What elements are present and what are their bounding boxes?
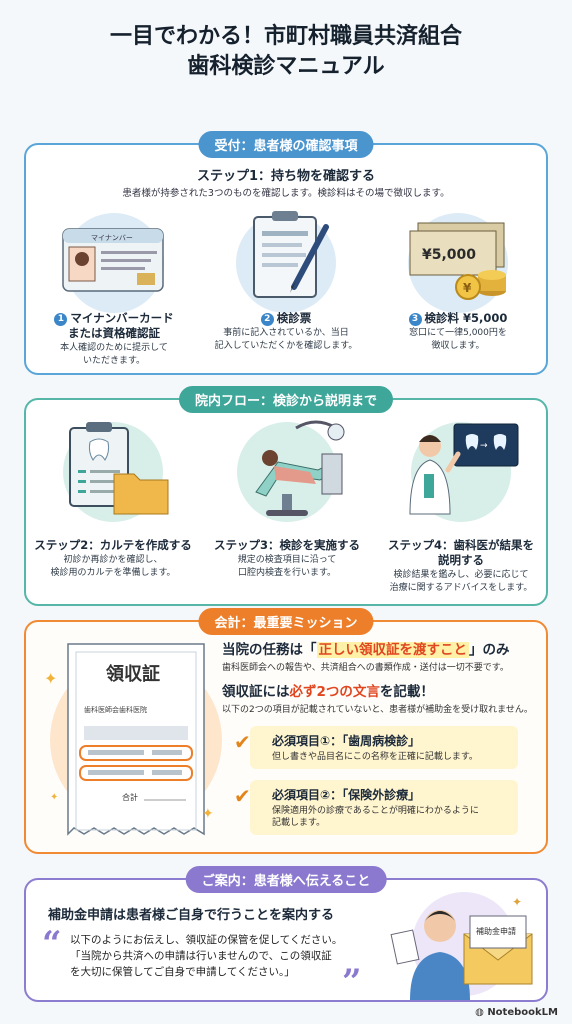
item-3-number: 3 bbox=[408, 313, 422, 326]
receipt-total: 合計 bbox=[122, 792, 138, 802]
guidance-section-label: ご案内：患者様へ伝えること bbox=[185, 866, 387, 893]
card-label: マイナンバー bbox=[91, 234, 133, 242]
flow-section-label: 院内フロー：検診から説明まで bbox=[178, 386, 394, 413]
billing-section: 会計：最重要ミッション 領収証 歯科医師会歯科医院 合計 ✦ ✦ ✦ 当院の任務… bbox=[24, 608, 548, 854]
billing-two-phrases-heading: 領収証には必ず2つの文言を記載！ bbox=[222, 684, 434, 700]
billing-two-phrases-desc: 以下の2つの項目が記載されていないと、患者様が補助金を受け取れません。 bbox=[222, 705, 533, 715]
billing-mission-heading: 当院の任務は「正しい領収証を渡すこと」のみ bbox=[222, 642, 510, 658]
requirement-2-desc: 保険適用外の診療であることが明確にわかるように 記載します。 bbox=[272, 806, 479, 828]
item-3-desc: 窓口にて一律5,000円を 徴収します。 bbox=[409, 328, 507, 351]
step3-title: ステップ3：検診を実施する bbox=[213, 538, 360, 552]
item-1-number: 1 bbox=[54, 313, 68, 326]
title-line-2: 歯科検診マニュアル bbox=[187, 54, 385, 79]
check-icon: ✔ bbox=[234, 784, 251, 808]
step3-desc: 規定の検査項目に沿って 口腔内検査を行います。 bbox=[237, 555, 337, 578]
item-1-title-2: または資格確認証 bbox=[68, 326, 160, 340]
svg-text:✦: ✦ bbox=[512, 895, 522, 909]
item-1-desc: 本人確認のために提示して いただきます。 bbox=[60, 343, 168, 366]
guidance-section: ご案内：患者様へ伝えること 補助金申請は患者様ご自身で行うことを案内する “ 以… bbox=[24, 866, 548, 1002]
reception-section-label: 受付：患者様の確認事項 bbox=[198, 131, 374, 158]
envelope-label: 補助金申請 bbox=[476, 926, 516, 936]
billing-mission-desc: 歯科医師会への報告や、共済組合への書類作成・送付は一切不要です。 bbox=[222, 663, 509, 673]
title-line-1: 一目でわかる！市町村職員共済組合 bbox=[109, 24, 462, 49]
step1-desc: 患者様が持参された3つのものを確認します。検診料はその場で徴収します。 bbox=[122, 188, 450, 199]
step4-title-2: 説明する bbox=[438, 553, 484, 567]
step4-title: ステップ4：歯科医が結果を bbox=[387, 538, 534, 552]
guidance-quote-line-1: 以下のようにお伝えし、領収証の保管を促してください。 bbox=[70, 934, 343, 946]
billing-section-label: 会計：最重要ミッション bbox=[198, 608, 374, 635]
item-2-number: 2 bbox=[260, 313, 274, 326]
receipt-clinic: 歯科医師会歯科医院 bbox=[84, 705, 147, 714]
svg-text:✦: ✦ bbox=[44, 669, 57, 688]
id-card-icon: マイナンバー bbox=[62, 228, 164, 292]
footer-text: NotebookLM bbox=[487, 1007, 558, 1018]
svg-text:→: → bbox=[480, 441, 488, 451]
page-title: 一目でわかる！市町村職員共済組合 歯科検診マニュアル bbox=[0, 22, 572, 82]
open-quote-icon: “ bbox=[42, 924, 62, 964]
step4-desc: 検診結果を鑑みし、必要に応じて 治療に関するアドバイスをします。 bbox=[389, 570, 533, 593]
notebook-logo-icon: ◍ bbox=[475, 1007, 484, 1018]
receipt-illustration: 領収証 歯科医師会歯科医院 合計 ✦ ✦ ✦ bbox=[44, 643, 222, 836]
guidance-quote: 以下のようにお伝えし、領収証の保管を促してください。 「当院から共済への申請は行… bbox=[70, 932, 370, 980]
guidance-quote-line-3: を大切に保管してご自身で申請してください。」 bbox=[70, 966, 295, 978]
medical-chart-folder-icon bbox=[69, 422, 169, 515]
item-2-desc: 事前に記入されているか、当日 記入していただくかを確認します。 bbox=[214, 328, 358, 351]
clipboard-pen-icon bbox=[253, 211, 329, 298]
dentist-xray-icon: → bbox=[409, 423, 519, 515]
receipt-title: 領収証 bbox=[106, 663, 160, 685]
guidance-heading: 補助金申請は患者様ご自身で行うことを案内する bbox=[48, 908, 335, 923]
svg-text:✦: ✦ bbox=[50, 792, 58, 803]
step1-title: ステップ1：持ち物を確認する bbox=[196, 169, 376, 184]
footer-brand: ◍ NotebookLM bbox=[475, 1007, 558, 1018]
cash-coins-icon: ¥5,000 ¥ bbox=[409, 222, 506, 300]
svg-text:✦: ✦ bbox=[202, 806, 214, 822]
step2-desc: 初診か再診かを確認し、 検診用のカルテを準備します。 bbox=[50, 555, 176, 578]
requirement-1-desc: 但し書きや品目名にこの名称を正確に記載します。 bbox=[272, 752, 478, 762]
dental-chair-icon bbox=[255, 420, 345, 516]
svg-text:¥: ¥ bbox=[463, 281, 472, 295]
requirement-1: ✔ 必須項目①：「歯周病検診」 但し書きや品目名にこの名称を正確に記載します。 bbox=[234, 726, 518, 769]
person-envelope-illustration: 補助金申請 ✦ bbox=[390, 892, 533, 1000]
requirement-2-title: 必須項目②：「保険外診療」 bbox=[272, 788, 421, 802]
requirement-1-title: 必須項目①：「歯周病検診」 bbox=[272, 734, 421, 748]
requirement-2: ✔ 必須項目②：「保険外診療」 保険適用外の診療であることが明確にわかるように … bbox=[234, 780, 518, 835]
bill-label: ¥5,000 bbox=[422, 247, 476, 263]
check-icon: ✔ bbox=[234, 730, 251, 754]
reception-section: 受付：患者様の確認事項 ステップ1：持ち物を確認する 患者様が持参された3つのも… bbox=[24, 131, 548, 375]
close-quote-icon: ” bbox=[342, 962, 362, 1002]
guidance-quote-line-2: 「当院から共済への申請は行いませんので、この領収証 bbox=[70, 950, 332, 962]
step2-title: ステップ2：カルテを作成する bbox=[34, 538, 192, 552]
flow-section: 院内フロー：検診から説明まで ステップ2：カルテを作成する 初診か再診かを確認し… bbox=[24, 386, 548, 606]
